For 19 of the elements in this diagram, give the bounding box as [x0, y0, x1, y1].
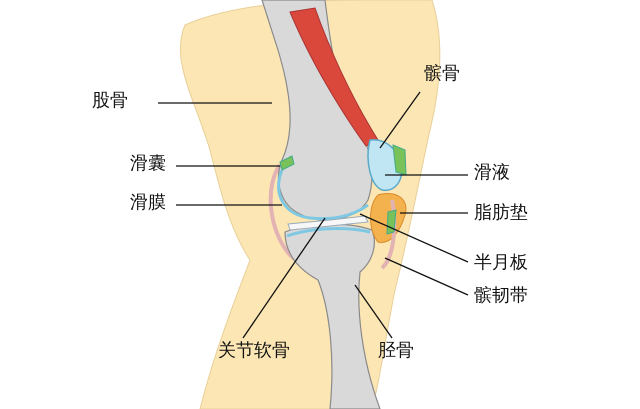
part-label: 胫骨: [378, 340, 414, 362]
leader-line: [158, 102, 272, 104]
part-label: 关节软骨: [218, 340, 290, 362]
part-label: 脂肪垫: [474, 202, 528, 224]
part-label: 股骨: [92, 90, 128, 112]
part-label: 滑囊: [130, 153, 166, 175]
leader-line: [400, 212, 468, 214]
leader-line: [360, 213, 468, 263]
part-label: 髌骨: [424, 63, 460, 85]
leader-line: [385, 174, 468, 176]
leader-line: [379, 92, 421, 148]
leader-line: [242, 218, 326, 338]
part-label: 髌韧带: [474, 285, 528, 307]
part-label: 滑膜: [130, 192, 166, 214]
part-label: 滑液: [474, 162, 510, 184]
part-label: 半月板: [474, 252, 528, 274]
leader-line: [384, 257, 468, 296]
leader-line: [176, 165, 280, 167]
leader-line: [176, 204, 282, 206]
